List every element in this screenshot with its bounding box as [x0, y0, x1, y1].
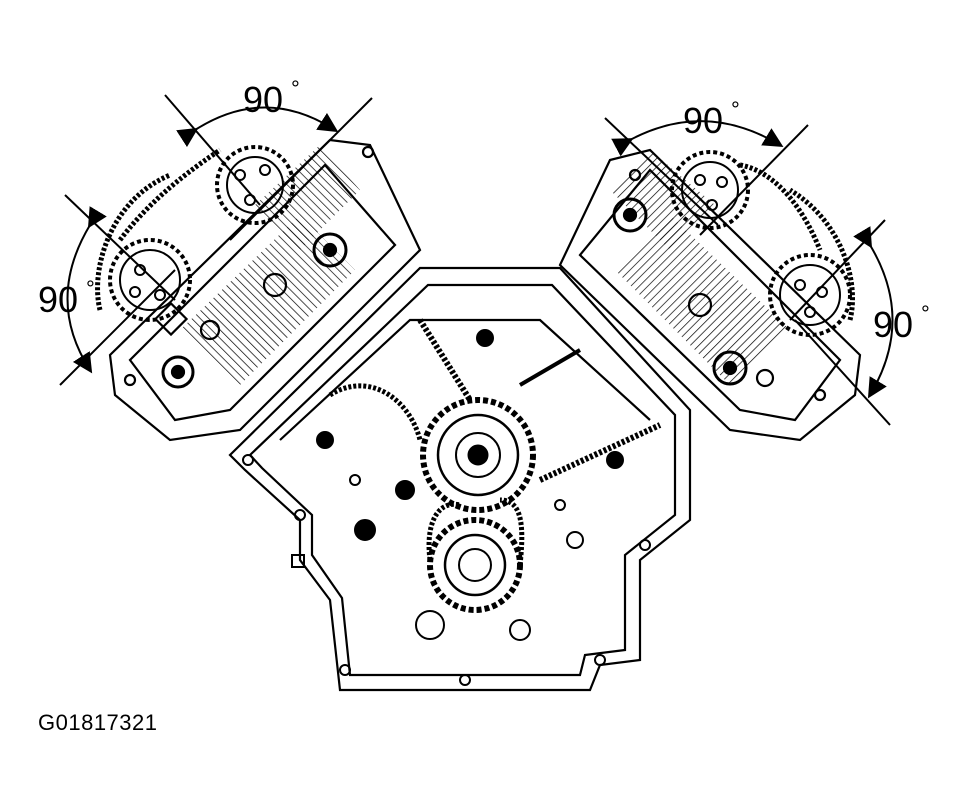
svg-text:°: °: [291, 76, 300, 101]
left-cylinder-head: [108, 138, 422, 442]
angle-label-left-upper: 90 °: [243, 76, 300, 120]
crank-sprocket-assembly: [328, 318, 662, 613]
svg-text:90: 90: [38, 279, 78, 320]
angle-label-right-upper: 90 °: [683, 97, 740, 141]
figure-id-code: G01817321: [38, 710, 158, 735]
svg-text:90: 90: [683, 100, 723, 141]
angle-label-left-side: 90 °: [38, 276, 95, 320]
left-angle-guides: [59, 94, 373, 386]
engine-block: [228, 266, 692, 692]
svg-text:90: 90: [243, 79, 283, 120]
block-bolts: [242, 329, 651, 686]
angle-label-right-side: 90 °: [873, 301, 930, 345]
right-angle-guides: [604, 117, 894, 426]
svg-text:°: °: [731, 97, 740, 122]
svg-text:90: 90: [873, 304, 913, 345]
svg-text:°: °: [921, 301, 930, 326]
svg-text:°: °: [86, 276, 95, 301]
